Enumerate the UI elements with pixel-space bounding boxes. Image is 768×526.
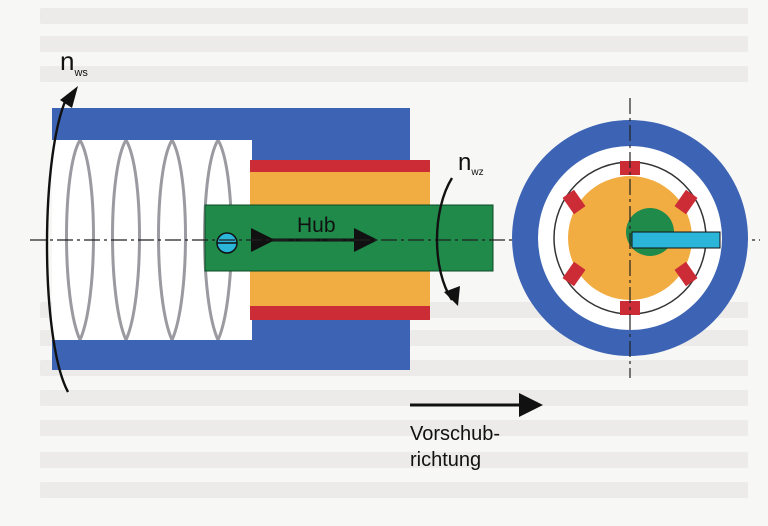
side-view: Hub nws nwz	[30, 46, 760, 393]
cross-section-view	[512, 98, 748, 378]
background-text-line	[40, 420, 748, 436]
blue-top-band	[52, 108, 410, 140]
section-red-pads	[562, 161, 698, 315]
rotation-arrow-nws	[45, 94, 70, 393]
red-edge-bottom	[250, 306, 430, 320]
feed-direction: Vorschub- richtung	[410, 393, 543, 471]
bolt-icon	[216, 232, 238, 254]
background-text-line	[40, 8, 748, 24]
green-spindle	[204, 204, 494, 272]
background-text-line	[40, 390, 748, 406]
rotation-arrow-nwz	[435, 177, 454, 301]
blue-bottom-band	[52, 340, 410, 370]
section-cyan-tool	[631, 231, 721, 249]
background-text-line	[40, 66, 748, 82]
nwz-label: nwz	[458, 149, 484, 178]
feed-label-line2: richtung	[410, 449, 481, 471]
red-edge-top	[250, 160, 430, 174]
background-text-line	[40, 482, 748, 498]
background-text-line	[40, 36, 748, 52]
feed-label-line1: Vorschub-	[410, 423, 500, 445]
nws-label: nws	[60, 46, 88, 79]
hub-label: Hub	[297, 214, 336, 237]
rotation-arrowhead-nwz	[444, 286, 460, 306]
rotation-arrowhead-nws	[60, 86, 78, 108]
background-text-line	[40, 452, 748, 468]
